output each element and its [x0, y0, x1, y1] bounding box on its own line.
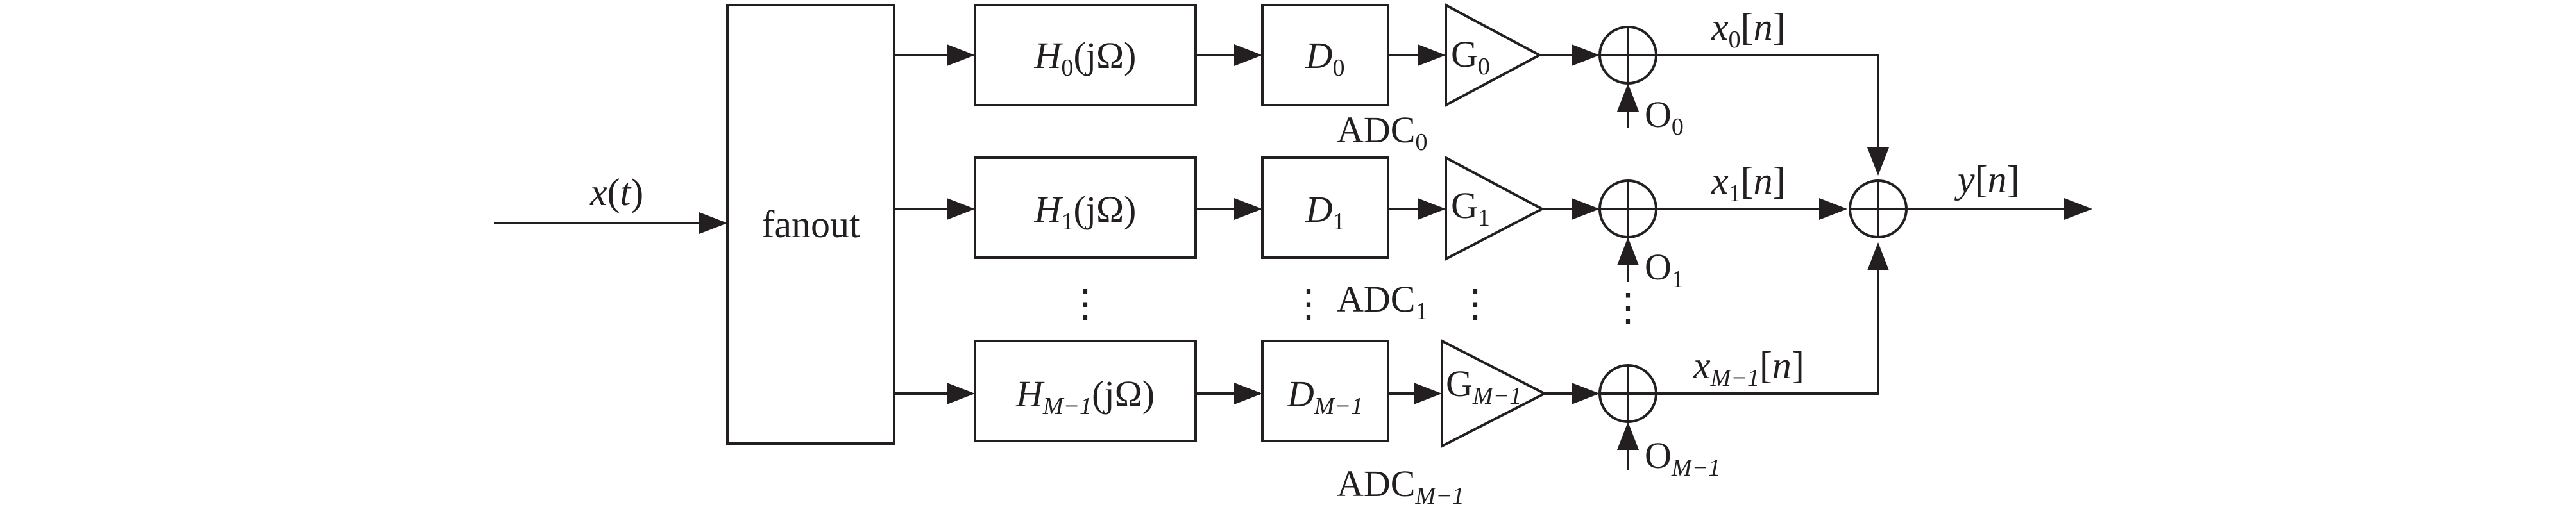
final-adder — [1849, 179, 1908, 238]
channel-1: H1(jΩ) D1 G1 O1 ADC1 x1[n] — [894, 155, 1847, 325]
wire-output-0 — [1656, 54, 1889, 176]
filter-label-m1: HM−1(jΩ) — [1015, 373, 1155, 420]
wire-output-m1 — [1656, 242, 1889, 395]
gain-block-0 — [1445, 3, 1543, 108]
output-label-0: x0[n] — [1711, 6, 1786, 53]
filter-label-1: H1(jΩ) — [1034, 188, 1137, 235]
gain-block-1 — [1445, 155, 1545, 262]
fanout-label: fanout — [761, 203, 860, 246]
fanout-block: fanout — [726, 4, 895, 445]
ellipsis-adder: ⋮ — [1609, 287, 1647, 329]
input-label: x(t) — [589, 171, 643, 213]
input-signal: x(t) — [494, 171, 727, 234]
adc-label-0: ADC0 — [1337, 109, 1427, 156]
gain-label-0: G0 — [1451, 33, 1490, 80]
offset-adder-0 — [1598, 26, 1657, 85]
adc-label-1: ADC1 — [1337, 278, 1427, 325]
offset-label-0: O0 — [1645, 94, 1684, 140]
output-label-1: x1[n] — [1711, 160, 1786, 207]
ellipsis-delay: ⋮ — [1289, 283, 1328, 325]
offset-adder-m1 — [1598, 364, 1657, 423]
offset-label-1: O1 — [1645, 246, 1684, 293]
output-label-m1: xM−1[n] — [1693, 344, 1804, 392]
filter-block-0 — [974, 4, 1197, 106]
ellipsis-gain: ⋮ — [1456, 283, 1495, 325]
filter-block-1 — [974, 156, 1197, 259]
channel-0: H0(jΩ) D0 G0 O0 ADC0 x0[n] — [894, 3, 1889, 176]
ellipsis-filter: ⋮ — [1066, 283, 1105, 325]
offset-label-m1: OM−1 — [1645, 435, 1720, 481]
gain-label-1: G1 — [1451, 185, 1490, 231]
delay-block-1 — [1261, 156, 1389, 259]
offset-adder-1 — [1598, 179, 1657, 238]
delay-block-m1 — [1261, 340, 1389, 442]
filter-block-m1 — [974, 340, 1197, 442]
fanout-box — [726, 4, 895, 445]
channel-m-minus-1: HM−1(jΩ) DM−1 GM−1 OM−1 ADCM−1 xM−1[n] — [894, 242, 1889, 510]
gain-label-m1: GM−1 — [1446, 363, 1521, 410]
gain-block-m1 — [1441, 338, 1548, 449]
delay-block-0 — [1261, 4, 1389, 106]
output-label: y[n] — [1954, 158, 2020, 201]
delay-label-m1: DM−1 — [1287, 373, 1363, 420]
adc-label-m1: ADCM−1 — [1337, 463, 1464, 510]
delay-label-1: D1 — [1305, 188, 1345, 235]
filter-label-0: H0(jΩ) — [1034, 35, 1137, 81]
delay-label-0: D0 — [1305, 35, 1345, 81]
ellipsis-group: ⋮ ⋮ ⋮ ⋮ — [1066, 283, 1647, 329]
